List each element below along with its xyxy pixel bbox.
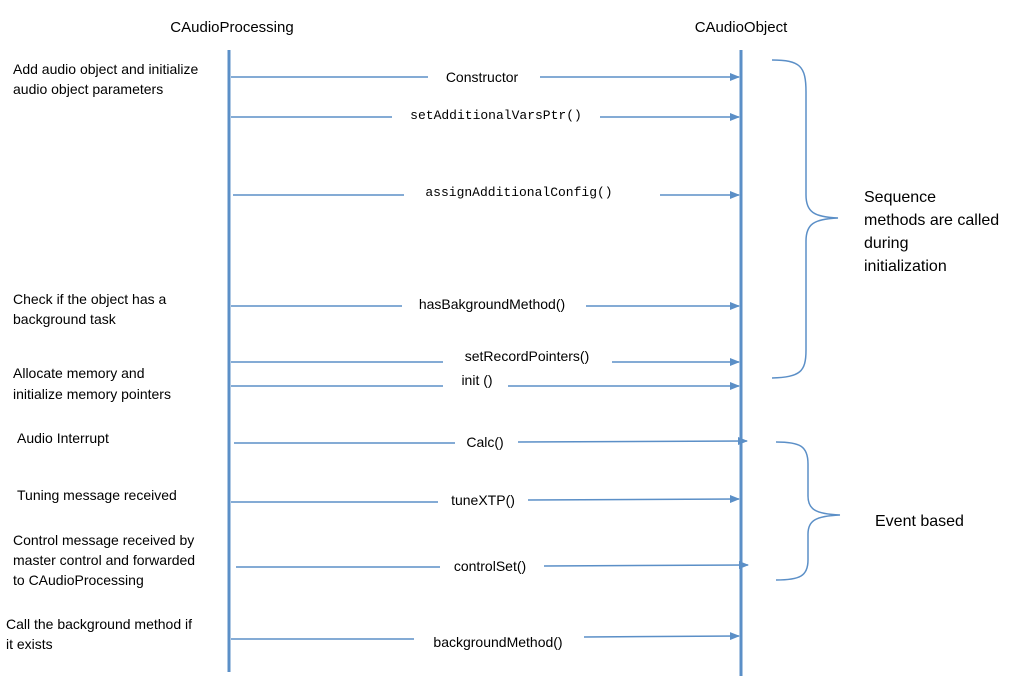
note-call-background-method: Call the background method if it exists — [6, 616, 196, 652]
message-constructor: Constructor — [231, 69, 740, 85]
note-tuning-message: Tuning message received — [17, 487, 177, 503]
message-backgroundmethod: backgroundMethod() — [231, 632, 740, 650]
brace-label-initialization: Sequence methods are called during initi… — [864, 189, 1004, 275]
message-init: init () — [231, 372, 740, 390]
message-label: Calc() — [466, 434, 503, 450]
message-label: setRecordPointers() — [465, 348, 590, 364]
message-label: init () — [461, 372, 492, 388]
message-setadditionalvarsptr: setAdditionalVarsPtr() — [231, 108, 740, 123]
brace-initialization — [771, 59, 839, 379]
brace-event-based — [775, 441, 841, 581]
message-label: Constructor — [446, 69, 519, 85]
note-control-message: Control message received by master contr… — [13, 532, 199, 588]
message-label: assignAdditionalConfig() — [425, 185, 612, 200]
message-label: hasBakgroundMethod() — [419, 296, 565, 312]
note-add-audio-object: Add audio object and initialize audio ob… — [13, 61, 202, 97]
message-setrecordpointers: setRecordPointers() — [231, 348, 740, 366]
lifeline-title-caudioobject: CAudioObject — [695, 19, 788, 36]
message-label: tuneXTP() — [451, 492, 515, 508]
note-allocate-memory: Allocate memory and initialize memory po… — [13, 365, 171, 402]
note-background-task-check: Check if the object has a background tas… — [13, 291, 170, 327]
note-audio-interrupt: Audio Interrupt — [17, 430, 109, 446]
message-label: setAdditionalVarsPtr() — [410, 108, 582, 123]
message-controlset: controlSet() — [236, 558, 749, 574]
message-label: backgroundMethod() — [433, 634, 562, 650]
message-hasbakgroundmethod: hasBakgroundMethod() — [231, 296, 740, 312]
message-tunextp: tuneXTP() — [231, 492, 740, 508]
message-label: controlSet() — [454, 558, 526, 574]
brace-label-event-based: Event based — [875, 513, 964, 530]
lifeline-title-caudioprocessing: CAudioProcessing — [170, 19, 293, 36]
message-calc: Calc() — [234, 434, 748, 450]
message-assignadditionalconfig: assignAdditionalConfig() — [233, 185, 740, 200]
